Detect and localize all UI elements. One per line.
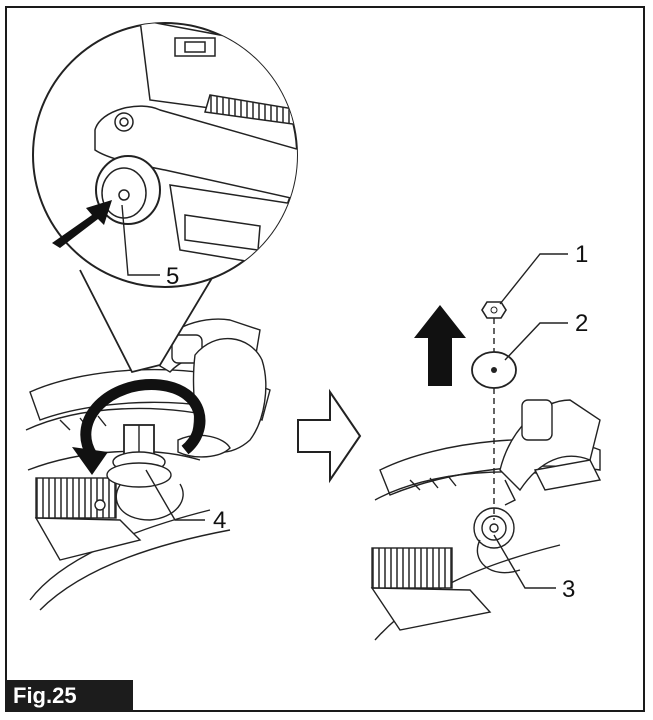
right-saw-body [370,399,602,641]
callout-3: 3 [562,576,575,603]
figure-label: Fig.25 [5,680,133,712]
next-step-arrow-icon [297,388,362,484]
callout-5: 5 [166,263,179,290]
callout-4: 4 [213,507,226,534]
callout-2: 2 [575,310,588,337]
rotate-arrow-icon [72,379,206,475]
push-arrow-icon [52,200,112,248]
callout-1: 1 [575,241,588,268]
lift-arrow-icon [414,305,466,386]
exploded-parts [471,301,517,520]
hex-nut [481,301,507,319]
magnified-detail [32,22,298,374]
